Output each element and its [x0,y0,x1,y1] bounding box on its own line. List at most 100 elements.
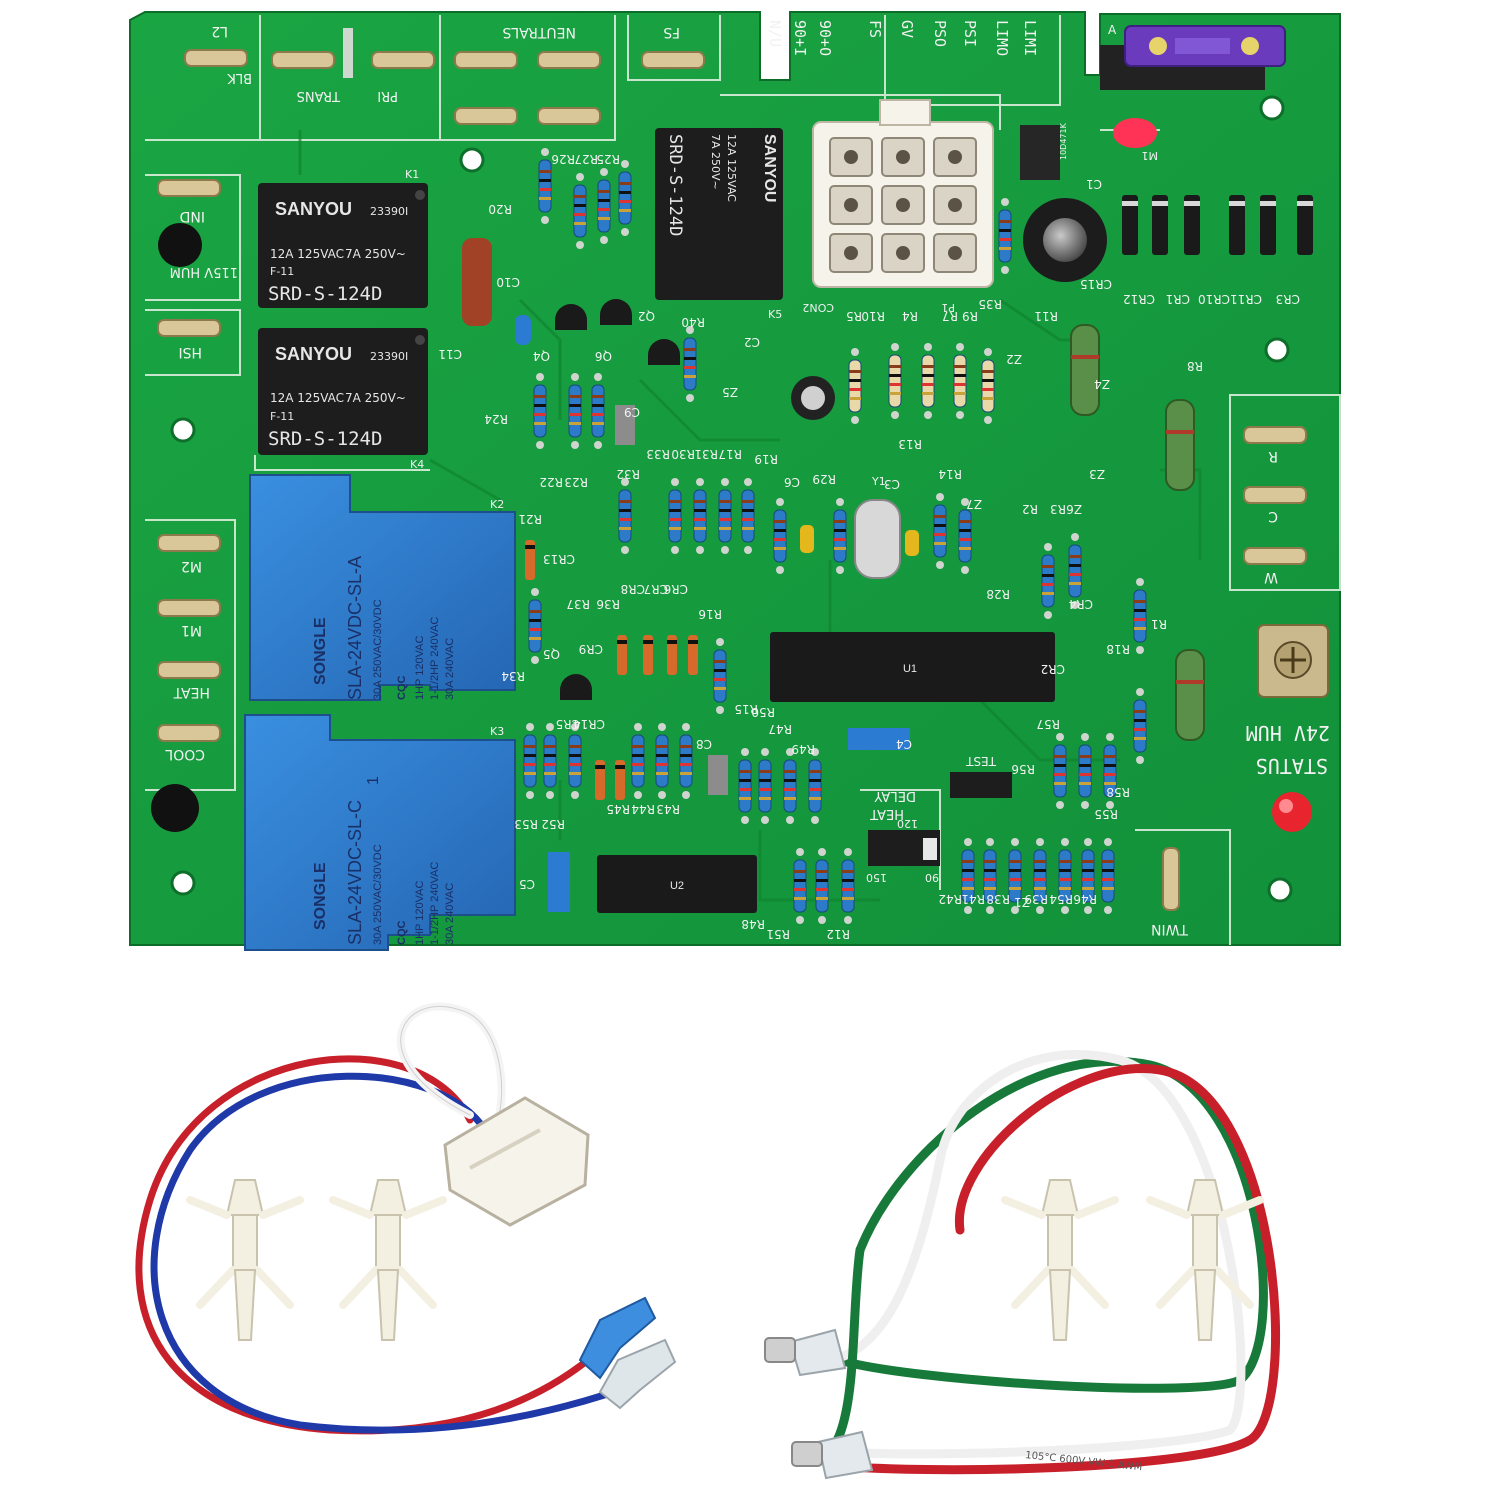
relay-model: SLA-24VDC-SL-A [345,556,365,700]
resistor-band [999,220,1011,223]
resistor-band [694,509,706,512]
solder-pad [546,723,554,731]
ref-designator: R48 [741,917,765,931]
resistor-band [954,392,966,395]
resistor-band [632,772,644,775]
resistor-band [999,229,1011,232]
resistor [833,509,847,563]
label-status: STATUS [1256,754,1328,778]
resistor-band [680,745,692,748]
resistor-band [959,529,971,532]
resistor [1133,589,1147,643]
resistor [981,359,995,413]
resistor-band [1034,869,1046,872]
resistor-band [849,370,861,373]
transistor [560,674,592,700]
solder-pad [546,791,554,799]
resistor-band [1104,782,1116,785]
ref-designator: R16 [698,607,722,621]
resistor [679,734,693,788]
resistor-band [922,392,934,395]
spade-terminal [157,319,221,337]
resistor-band [669,500,681,503]
mounting-hole [1259,95,1285,121]
resistor-band [834,529,846,532]
resistor-band [719,509,731,512]
resistor-band [598,199,610,202]
signal-diode [615,760,625,800]
resistor-band [816,870,828,873]
relay-k1: SANYOU 23390I 12A 125VAC 7A 250V~ F-11 S… [258,168,428,308]
signal-diode [667,635,677,675]
wire-harness-left [135,1002,624,1435]
solder-pad [531,588,539,596]
resistor-band [684,366,696,369]
resistor-band [1059,869,1071,872]
resistor [693,489,707,543]
resistor-band [619,182,631,185]
power-resistor [1070,324,1100,416]
resistor-band [656,772,668,775]
solder-pad [541,148,549,156]
ref-designator: R36 [596,597,620,611]
resistor-band [1069,564,1081,567]
resistor [568,734,582,788]
solder-pad [796,848,804,856]
relay-rating: 7A 250V~ [345,247,406,261]
resistor-band [1102,869,1114,872]
resistor-band [1176,680,1204,684]
ref-designator: R57 [1036,717,1060,731]
solder-pad [1136,688,1144,696]
resistor [528,599,542,653]
resistor-band [816,879,828,882]
resistor-band [632,754,644,757]
crystal-ref: Y1 [871,475,886,488]
ref-designator: CR10 [1198,292,1230,306]
resistor-band [680,772,692,775]
label-fs: FS [663,24,680,40]
resistor-band [1134,600,1146,603]
solder-pad [721,546,729,554]
solder-pad [741,748,749,756]
relay-ref: K2 [490,498,504,511]
resistor-band [962,887,974,890]
resistor-band [1069,573,1081,576]
ref-designator: C9 [624,405,640,419]
ref-designator: C8 [696,737,712,751]
resistor-band [809,770,821,773]
standoff-clips [186,1179,1264,1341]
relay-rating: 1-1/2HP 240VAC [429,862,441,945]
clip-wings [186,1196,304,1219]
resistor-band [539,179,551,182]
solder-pad [716,638,724,646]
solder-pad [851,348,859,356]
resistor-band [889,383,901,386]
signal-diode [688,635,698,675]
resistor-band [719,527,731,530]
label-heat-jumper: HEAT [870,806,904,821]
solder-pad [936,561,944,569]
label-m1: M1 [181,622,202,638]
ref-designator: R37 [566,597,590,611]
resistor-band [794,870,806,873]
solder-pad [682,791,690,799]
resistor-band [714,678,726,681]
solder-pad [621,228,629,236]
ref-designator: Q2 [638,309,655,323]
solder-pad [891,343,899,351]
solder-pad [671,478,679,486]
label-l2: L2 [211,23,228,39]
ref-designator: CR6 [664,582,688,596]
screw-post [151,784,199,832]
ref-designator: R10 [861,309,885,323]
diode-band [617,640,627,644]
solder-pad [786,816,794,824]
ref-designator: R33 [646,447,670,461]
resistor-band [534,404,546,407]
solder-pad [526,791,534,799]
solder-pad [811,816,819,824]
spade-terminal [537,51,601,69]
solder-pad [836,566,844,574]
solder-pad [1044,543,1052,551]
resistor [683,337,697,391]
